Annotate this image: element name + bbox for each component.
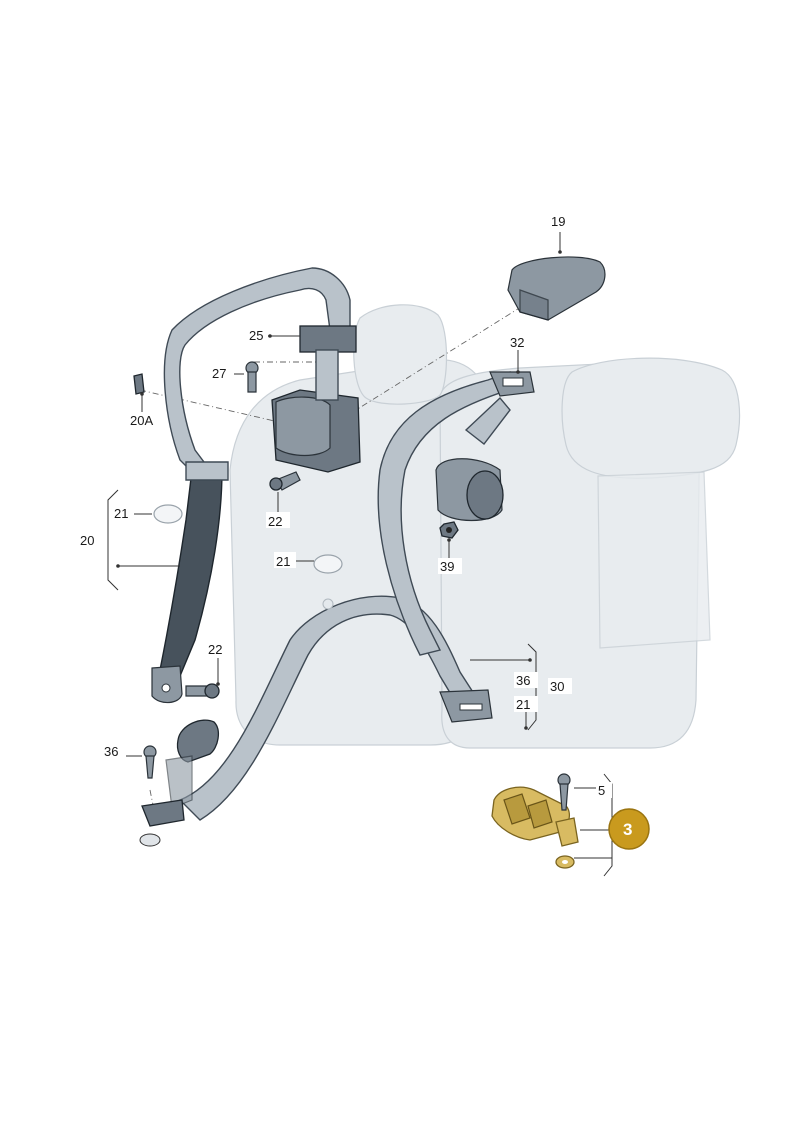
leader-lines [107, 232, 613, 877]
label-22-lower: 22 [208, 642, 222, 657]
bolt-36-left [143, 745, 157, 779]
retractor-25 [271, 325, 361, 473]
label-5: 5 [598, 783, 605, 798]
belt-end-fitting-30 [439, 689, 493, 723]
label-30: 30 [550, 679, 564, 694]
label-39: 39 [440, 559, 454, 574]
label-21-right: 21 [516, 697, 530, 712]
label-20: 20 [80, 533, 94, 548]
label-36-right: 36 [516, 673, 530, 688]
bolt-22-lower [185, 683, 220, 699]
bolt-5 [557, 773, 571, 811]
label-21-mid: 21 [276, 554, 290, 569]
label-22-upper: 22 [268, 514, 282, 529]
label-25: 25 [249, 328, 263, 343]
retractor-center [435, 396, 511, 521]
callout-labels: 19 25 27 20A 32 21 20 22 21 39 22 36 30 … [78, 212, 612, 798]
label-19: 19 [551, 214, 565, 229]
label-32: 32 [510, 335, 524, 350]
headrest-left [353, 304, 448, 405]
bolt-22-upper [269, 471, 301, 491]
cap-21-mid [313, 554, 343, 610]
buckle-left [139, 719, 220, 847]
label-36-left: 36 [104, 744, 118, 759]
label-20A: 20A [130, 413, 153, 428]
belt-lower-anchor [151, 665, 183, 704]
cap-21-upper [153, 504, 183, 524]
label-21-upper: 21 [114, 506, 128, 521]
label-27: 27 [212, 366, 226, 381]
trim-cover-19 [507, 256, 606, 321]
highlight-badge-number: 3 [623, 820, 632, 839]
clip-20A [133, 373, 145, 395]
nut-39 [439, 521, 459, 539]
highlighted-buckle-part-3 [491, 786, 579, 869]
headrest-right [561, 357, 741, 649]
bolt-27 [245, 361, 259, 393]
left-seat-belt-webbing [159, 267, 351, 677]
highlight-badge: 3 [608, 808, 650, 850]
